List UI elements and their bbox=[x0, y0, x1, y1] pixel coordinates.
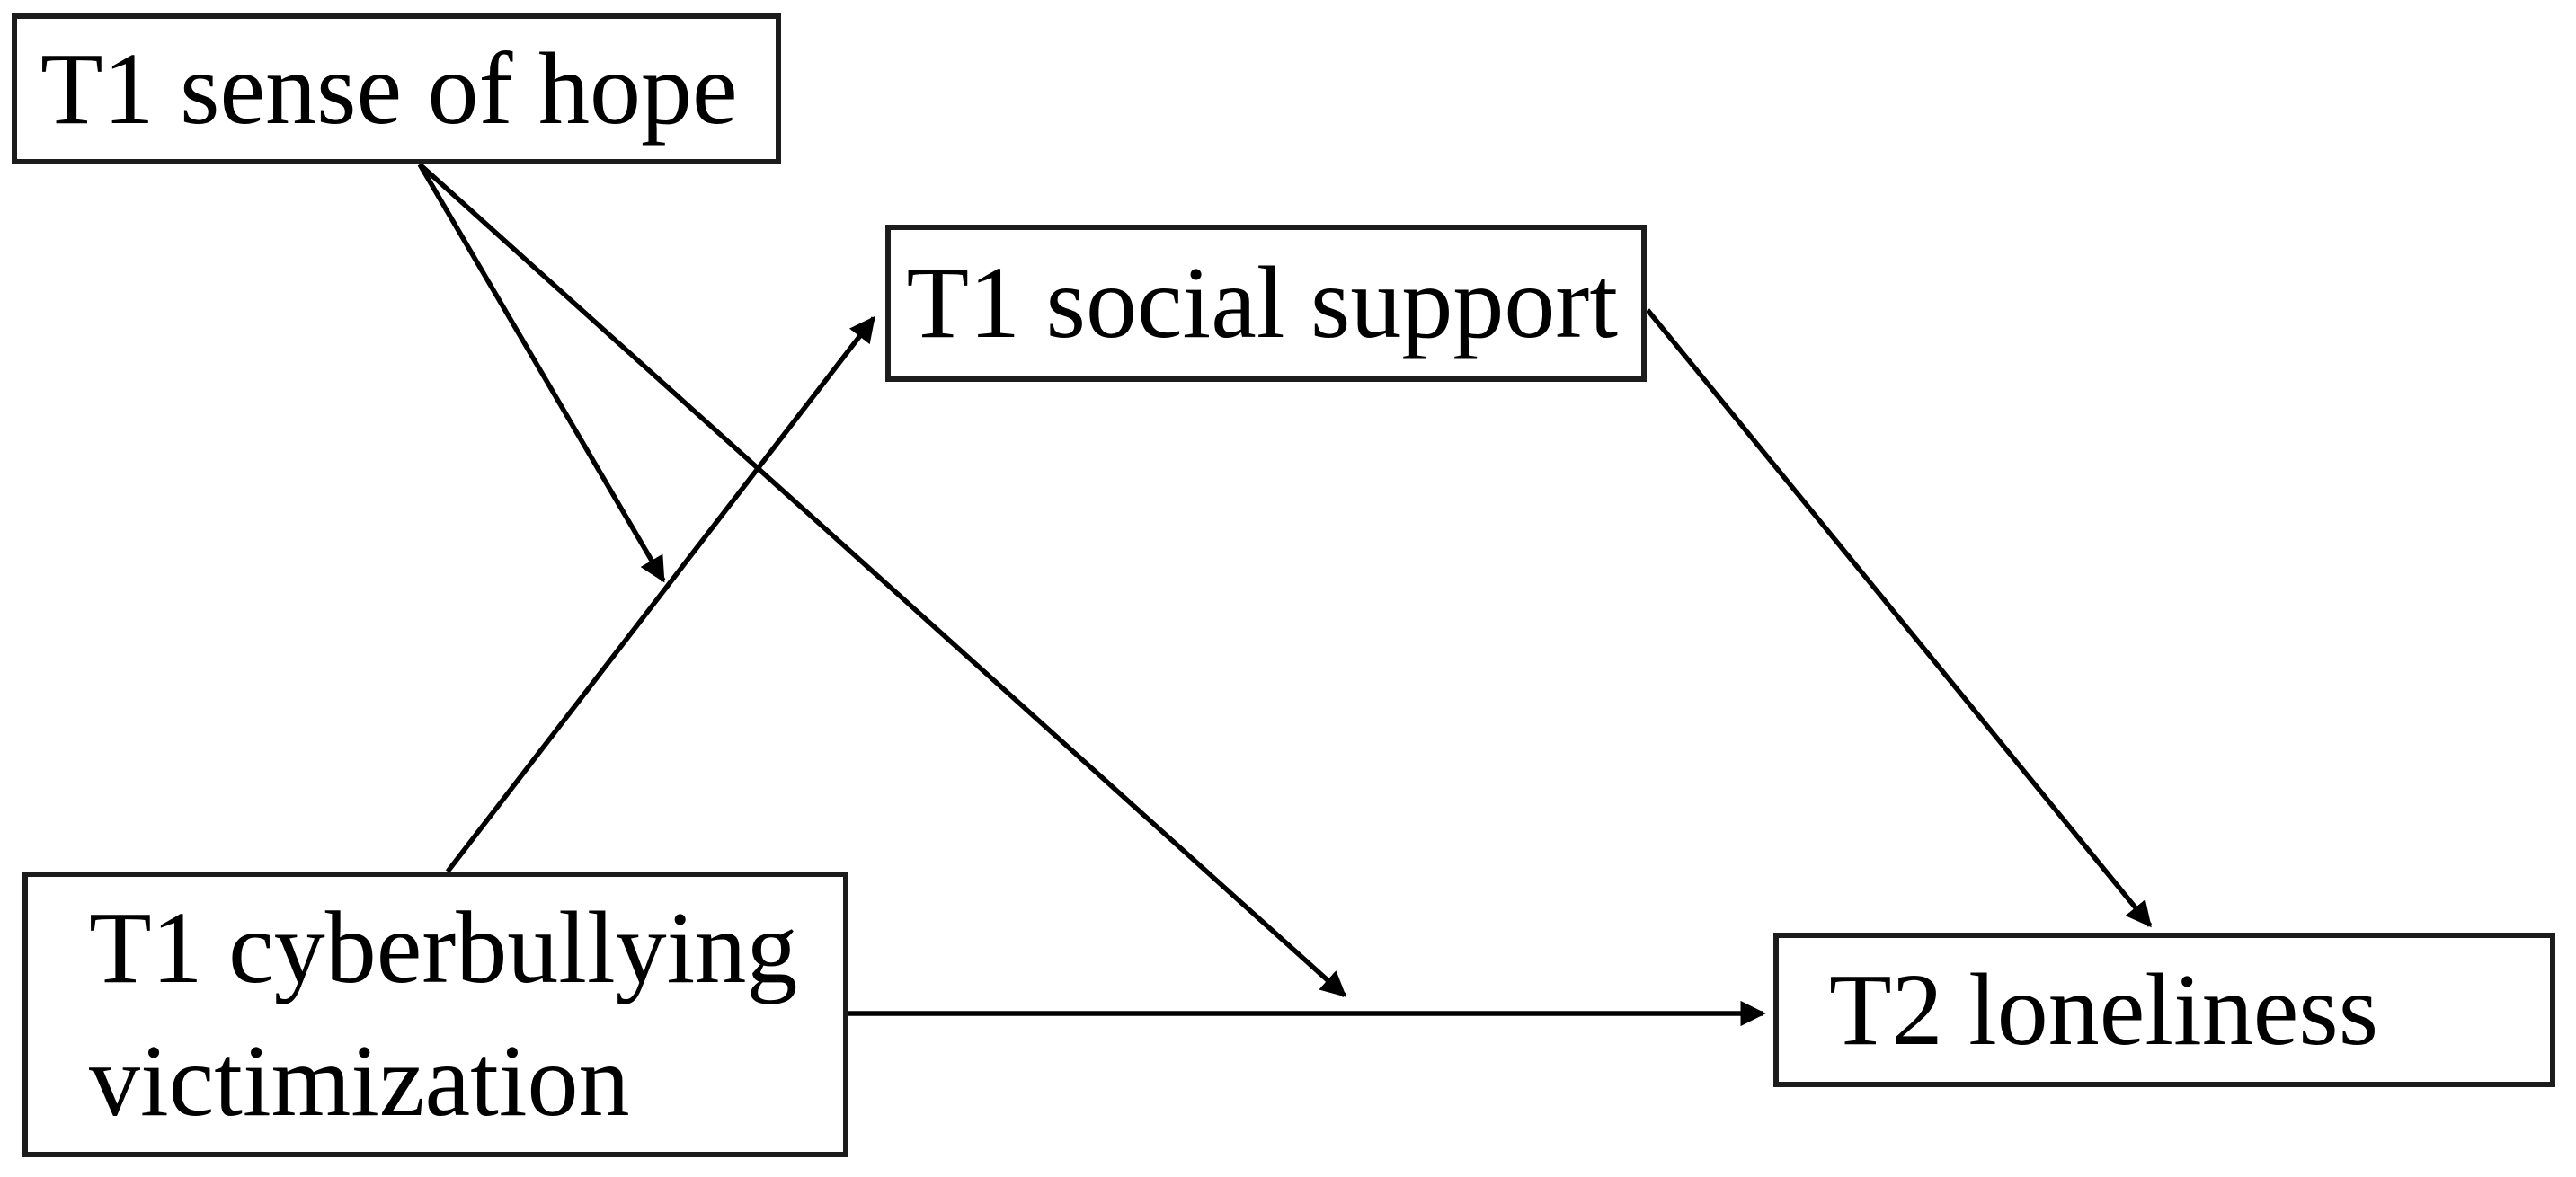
node-t1-cyberbullying-victimization: T1 cyberbullying victimization bbox=[22, 872, 848, 1157]
arrow-hope-moderates-loneliness-path bbox=[418, 162, 1347, 998]
arrow-social-support-to-loneliness bbox=[1645, 308, 2153, 928]
arrow-victimization-to-social-support bbox=[445, 315, 876, 873]
node-t2-loneliness-label: T2 loneliness bbox=[1829, 951, 2379, 1066]
node-t1-social-support-label: T1 social support bbox=[906, 245, 1618, 360]
node-t2-loneliness: T2 loneliness bbox=[1773, 933, 2555, 1087]
arrow-hope-moderates-support-path bbox=[417, 163, 666, 583]
node-t1-cyberbullying-victimization-label: T1 cyberbullying victimization bbox=[89, 889, 798, 1137]
node-t1-sense-of-hope-label: T1 sense of hope bbox=[40, 31, 738, 146]
node-t1-social-support: T1 social support bbox=[885, 225, 1647, 382]
node-t1-sense-of-hope: T1 sense of hope bbox=[12, 13, 781, 164]
